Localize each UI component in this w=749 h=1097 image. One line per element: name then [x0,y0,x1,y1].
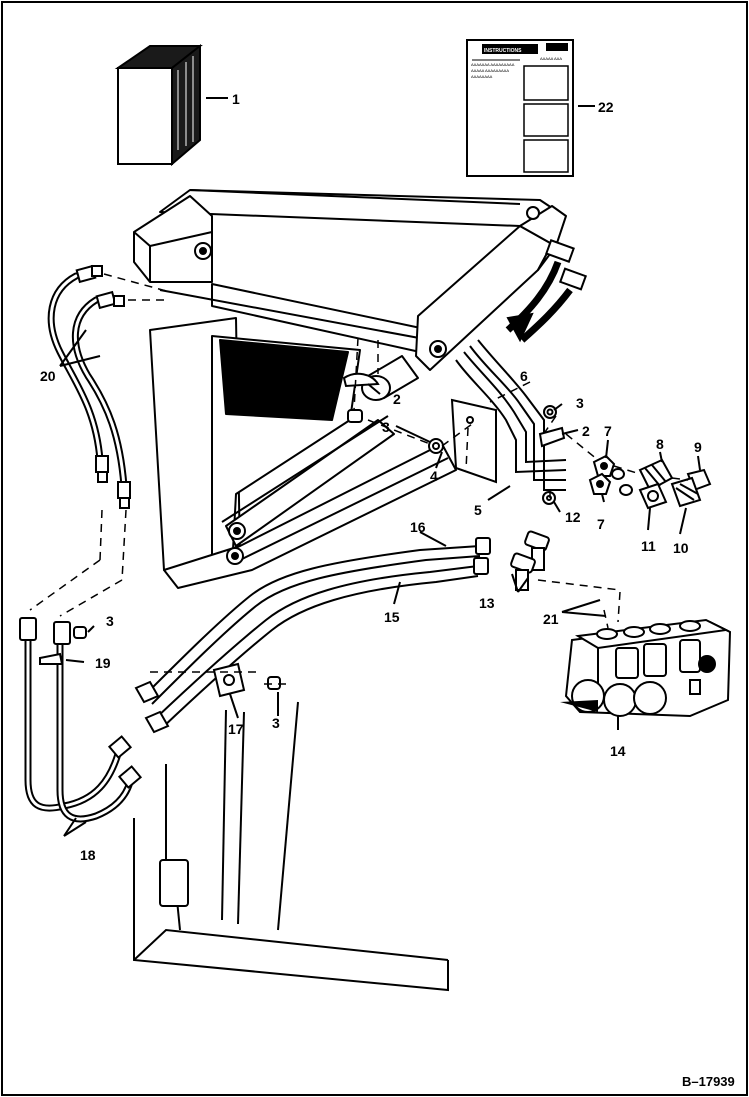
callout-5: 5 [474,502,482,518]
callout-13: 13 [479,595,495,611]
manual-card-side-text: AAAAA AAA [540,56,562,61]
tube-end-nuts [134,537,491,734]
manual-card-line-2: AAAAA AAAAAAAAA [471,68,509,73]
callout-12: 12 [565,509,581,525]
coupler-fittings [638,458,712,510]
callout-9: 9 [694,439,702,455]
drawing-reference-number: B–17939 [682,1074,735,1089]
hose-20-fittings [75,264,131,509]
callout-3-left: 3 [382,419,390,435]
callout-7-top: 7 [604,423,612,439]
frame-nuts [194,206,540,565]
callout-22: 22 [598,99,614,115]
callout-10: 10 [673,540,689,556]
callout-17: 17 [228,721,244,737]
callout-21: 21 [543,611,559,627]
callout-4: 4 [430,468,438,484]
bolt-12 [542,491,556,505]
hose-18-fittings [19,617,143,789]
callout-6: 6 [520,368,528,384]
pin-part [342,372,380,388]
hoses-20 [47,272,128,490]
callout-8: 8 [656,436,664,452]
kit-box-part [114,43,203,167]
manual-card-line-3: AAAAAAAA [471,74,493,79]
clip-19 [39,652,64,665]
manual-card-heading: INSTRUCTIONS [484,48,522,54]
steel-tubes-5-6 [455,339,567,491]
callout-2-top: 2 [393,391,401,407]
callout-2-right: 2 [582,423,590,439]
instructions-card-part [466,39,574,177]
control-valve-14 [560,618,732,718]
callout-18: 18 [80,847,96,863]
callout-1: 1 [232,91,240,107]
bracket-plate-4 [450,398,497,484]
callout-3-right: 3 [576,395,584,411]
manual-card-line-1: AAAAAAA AAAAAAAAA [471,62,515,67]
elbow-fittings-13 [510,530,550,591]
callout-19: 19 [95,655,111,671]
assembly-dash-lines [29,273,689,685]
callout-7-bottom: 7 [597,516,605,532]
callout-3-lower-right: 3 [272,715,280,731]
callout-16: 16 [410,519,426,535]
hoses-18 [24,636,134,823]
adapter-fittings-7 [588,454,633,496]
nut-part [73,405,557,690]
steel-tubes-15-16 [145,545,481,729]
clamp-part [538,426,566,448]
callout-15: 15 [384,609,400,625]
callout-11: 11 [641,538,656,554]
leader-lines [59,329,701,837]
machine-body-outline [133,701,449,992]
callout-3-lower-left: 3 [106,613,114,629]
clamp-17 [212,662,246,698]
callout-20: 20 [40,368,56,384]
callout-14: 14 [610,743,626,759]
quick-coupler-hoses [505,239,588,343]
